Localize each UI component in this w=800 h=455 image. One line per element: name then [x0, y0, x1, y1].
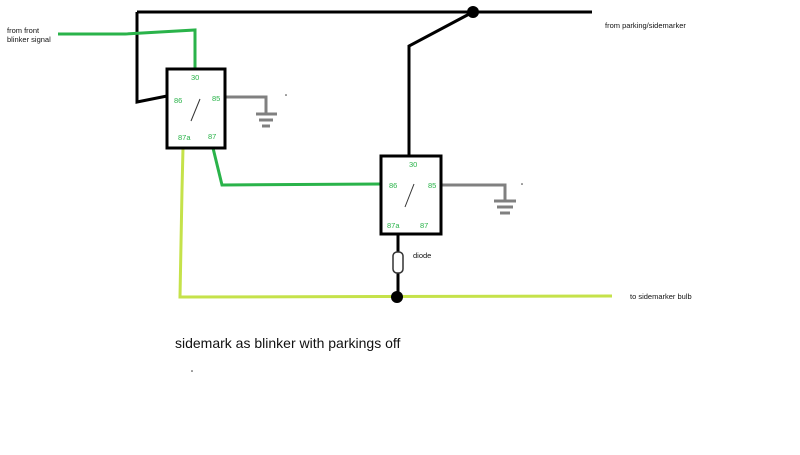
diode-symbol	[392, 251, 404, 274]
relay-2-switch-contact	[404, 183, 415, 208]
relay-1-pin-87: 87	[208, 132, 216, 141]
relay1-87-to-relay2-86-wire	[211, 147, 382, 187]
relay-2-pin-87: 87	[420, 221, 428, 230]
relay-1-switch-contact	[190, 98, 201, 122]
front-blinker-label-line2: blinker signal	[7, 35, 51, 44]
relay-2-pin-87a: 87a	[387, 221, 400, 230]
sidemarker-bulb-label: to sidemarker bulb	[630, 292, 692, 301]
gray-wires	[225, 95, 516, 215]
relay1-ground-wire	[225, 95, 268, 114]
black-wires	[135, 10, 592, 296]
relay-1-pin-30: 30	[191, 73, 199, 82]
diagram-caption: sidemark as blinker with parkings off	[175, 335, 401, 351]
front-blinker-label-line1: from front	[7, 26, 40, 35]
relay-1-pin-85: 85	[212, 94, 220, 103]
green-wires	[58, 28, 382, 187]
stray-dot-1	[285, 94, 287, 96]
parking-sidemarker-label: from parking/sidemarker	[605, 21, 686, 30]
relay-1-pin-86: 86	[174, 96, 182, 105]
relay-2-pin-30: 30	[409, 160, 417, 169]
relay-2-pin-86: 86	[389, 181, 397, 190]
parking-feed-wire	[135, 12, 168, 104]
relay2-pin30-wire	[407, 10, 474, 156]
front-blinker-wire	[58, 28, 197, 69]
stray-dot-2	[521, 183, 523, 185]
diode-label: diode	[413, 251, 431, 260]
bottom-junction-dot	[391, 291, 403, 303]
relay-2: 30 86 85 87a 87	[379, 154, 443, 236]
relay-2-pin-85: 85	[428, 181, 436, 190]
relay-1: 30 86 85 87a 87	[165, 67, 227, 150]
top-junction-dot	[467, 6, 479, 18]
relay-1-pin-87a: 87a	[178, 133, 191, 142]
relay-2-box	[379, 154, 443, 236]
relay2-ground-wire	[441, 183, 507, 201]
stray-dot-3	[191, 370, 193, 372]
